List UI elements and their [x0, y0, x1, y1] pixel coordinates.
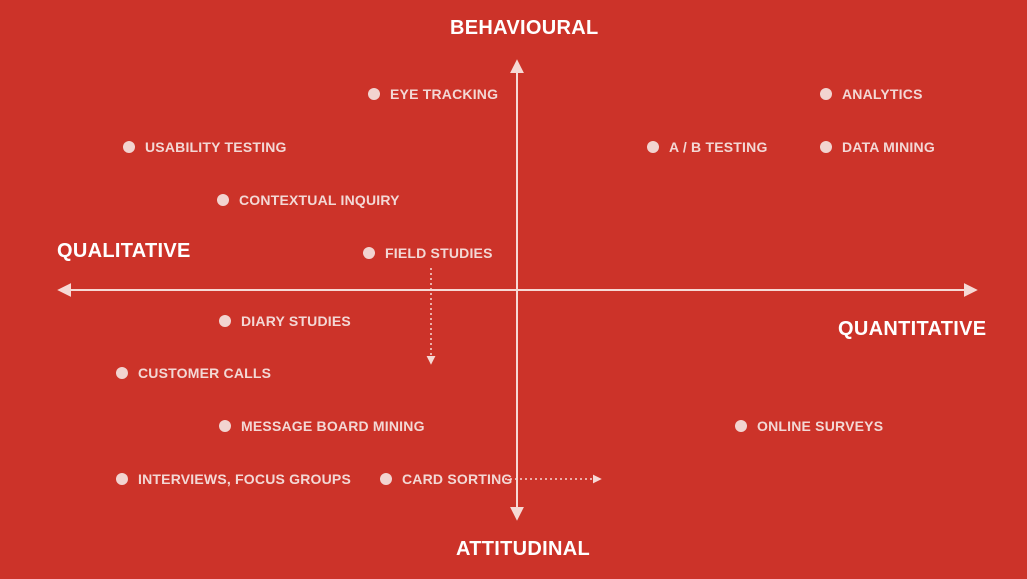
method-label: EYE TRACKING	[390, 86, 499, 102]
method-dot	[219, 420, 231, 432]
method-dot	[217, 194, 229, 206]
method-online-surveys: ONLINE SURVEYS	[735, 418, 883, 434]
method-label: A / B TESTING	[669, 139, 768, 155]
method-interviews-focus-groups: INTERVIEWS, FOCUS GROUPS	[116, 471, 351, 487]
method-dot	[735, 420, 747, 432]
method-label: MESSAGE BOARD MINING	[241, 418, 425, 434]
method-diary-studies: DIARY STUDIES	[219, 313, 351, 329]
method-dot	[116, 473, 128, 485]
method-dot	[820, 88, 832, 100]
method-analytics: ANALYTICS	[820, 86, 923, 102]
method-label: DIARY STUDIES	[241, 313, 351, 329]
method-message-board-mining: MESSAGE BOARD MINING	[219, 418, 425, 434]
method-dot	[363, 247, 375, 259]
axis-label-quantitative: QUANTITATIVE	[838, 318, 987, 340]
method-label: DATA MINING	[842, 139, 935, 155]
method-dot	[116, 367, 128, 379]
method-data-mining: DATA MINING	[820, 139, 935, 155]
method-label: ONLINE SURVEYS	[757, 418, 884, 434]
method-dot	[820, 141, 832, 153]
method-label: INTERVIEWS, FOCUS GROUPS	[138, 471, 352, 487]
axis-label-attitudinal: ATTITUDINAL	[456, 538, 591, 560]
method-card-sorting: CARD SORTING	[380, 471, 513, 487]
method-label: CARD SORTING	[402, 471, 513, 487]
method-dot	[368, 88, 380, 100]
method-dot	[647, 141, 659, 153]
axis-label-qualitative: QUALITATIVE	[57, 240, 191, 262]
method-label: USABILITY TESTING	[145, 139, 287, 155]
method-label: CUSTOMER CALLS	[138, 365, 272, 381]
method-label: CONTEXTUAL INQUIRY	[239, 192, 400, 208]
method-dot	[380, 473, 392, 485]
method-eye-tracking: EYE TRACKING	[368, 86, 498, 102]
method-customer-calls: CUSTOMER CALLS	[116, 365, 271, 381]
method-dot	[123, 141, 135, 153]
method-field-studies: FIELD STUDIES	[363, 245, 493, 261]
method-contextual-inquiry: CONTEXTUAL INQUIRY	[217, 192, 400, 208]
method-usability-testing: USABILITY TESTING	[123, 139, 287, 155]
method-ab-testing: A / B TESTING	[647, 139, 768, 155]
method-dot	[219, 315, 231, 327]
method-label: FIELD STUDIES	[385, 245, 493, 261]
method-label: ANALYTICS	[842, 86, 923, 102]
axis-label-behavioural: BEHAVIOURAL	[450, 17, 599, 39]
